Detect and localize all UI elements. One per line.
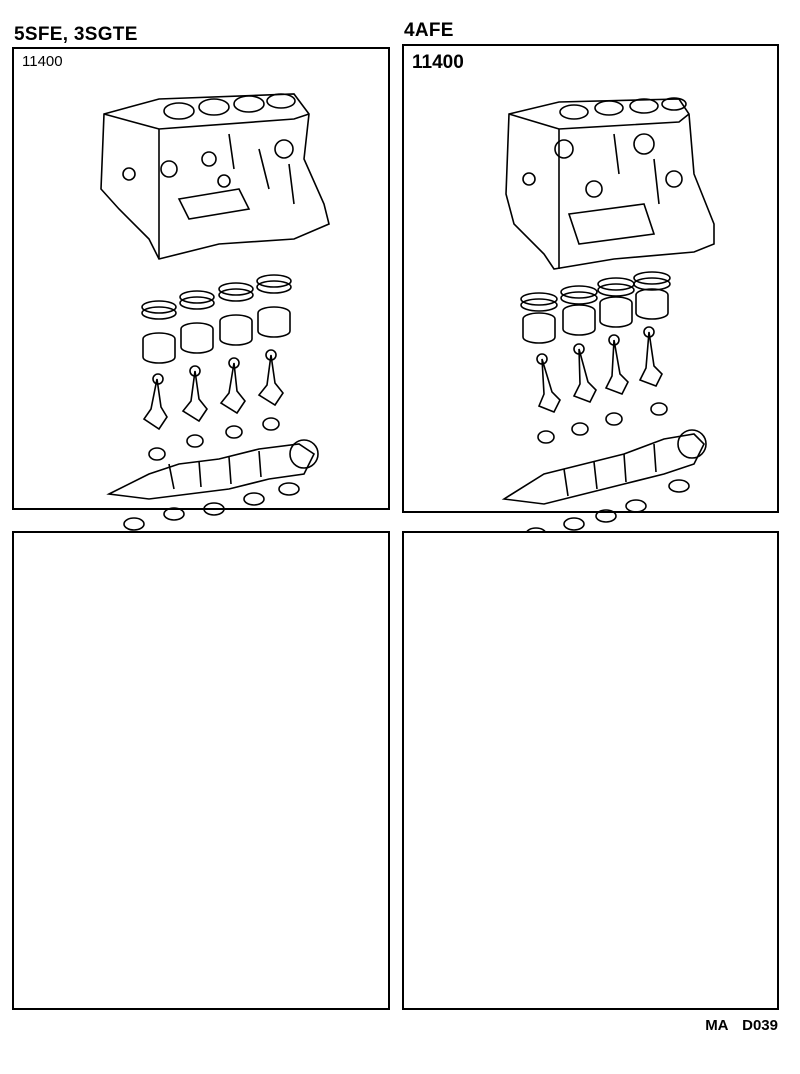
left-part-number: 11400	[22, 53, 63, 70]
diagram-code: MA D039	[705, 1017, 778, 1034]
right-part-number: 11400	[412, 52, 464, 73]
left-model-label: 5SFE, 3SGTE	[14, 24, 138, 45]
left-engine-panel: 11400	[12, 47, 390, 510]
left-empty-panel	[12, 531, 390, 1010]
right-engine-panel: 11400	[402, 44, 779, 513]
short-block-assembly-illustration	[494, 94, 754, 514]
short-block-assembly-illustration	[89, 89, 349, 509]
right-empty-panel	[402, 531, 779, 1010]
right-model-label: 4AFE	[404, 20, 454, 41]
